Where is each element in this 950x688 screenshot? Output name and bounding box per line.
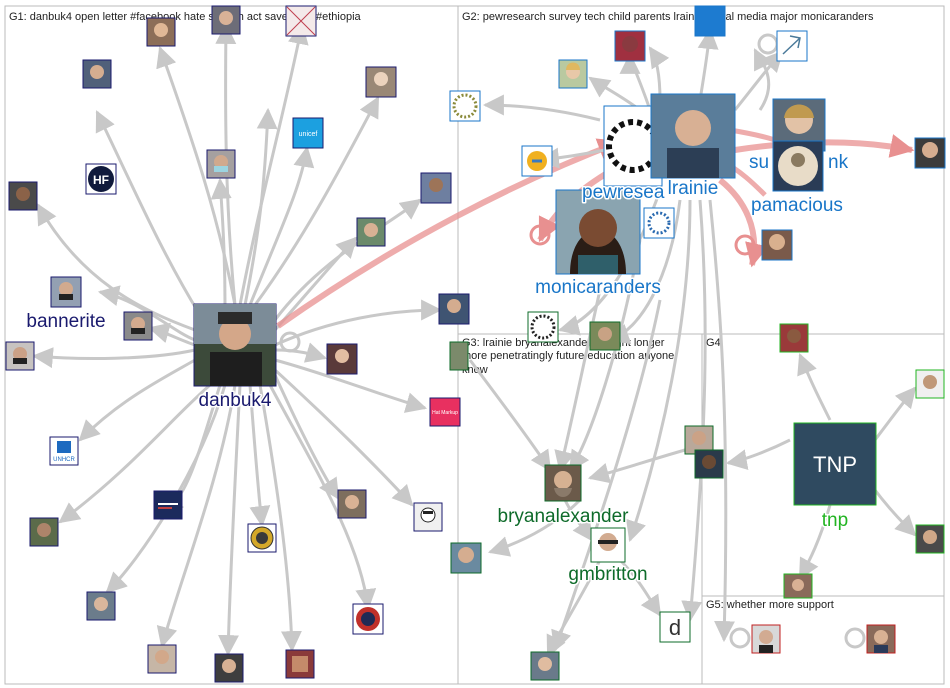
g3-nodes: d xyxy=(449,311,724,681)
logo-hf[interactable]: HF xyxy=(85,163,117,195)
avatar[interactable] xyxy=(694,5,726,37)
avatar[interactable] xyxy=(761,229,793,261)
group-title-g4: G4 xyxy=(706,337,721,349)
avatar[interactable] xyxy=(50,276,82,308)
avatar[interactable] xyxy=(449,341,469,371)
logo-d[interactable]: d xyxy=(659,611,691,643)
svg-text:d: d xyxy=(669,615,681,640)
avatar[interactable] xyxy=(438,293,470,325)
avatar[interactable] xyxy=(783,573,813,599)
avatar[interactable] xyxy=(365,66,397,98)
node-bryanalexander[interactable] xyxy=(544,464,582,502)
group-title-g2: G2: pewresearch survey tech child parent… xyxy=(462,11,874,23)
label-pewresearch: pewresea xyxy=(582,182,665,203)
label-lrainie: lrainie xyxy=(668,178,719,199)
avatar[interactable] xyxy=(206,149,236,179)
avatar[interactable] xyxy=(694,449,724,479)
g1-avatars xyxy=(5,5,470,683)
avatar[interactable] xyxy=(450,542,482,574)
avatar[interactable] xyxy=(337,489,367,519)
avatar[interactable] xyxy=(147,644,177,674)
avatar[interactable] xyxy=(285,5,317,37)
edges-g1 xyxy=(31,22,443,657)
logo-hatemarkup[interactable]: Hat Markup xyxy=(429,397,461,427)
avatar[interactable] xyxy=(8,181,38,211)
avatar[interactable] xyxy=(779,323,809,353)
avatar[interactable] xyxy=(614,30,646,62)
svg-text:UNHCR: UNHCR xyxy=(53,457,75,463)
avatar[interactable] xyxy=(214,653,244,683)
group-title-g5: G5: whether more support xyxy=(706,599,834,611)
label-bannerite: bannerite xyxy=(26,311,105,332)
node-tnp[interactable]: TNP xyxy=(793,422,877,506)
node-monicaranders[interactable] xyxy=(555,189,641,275)
avatar[interactable] xyxy=(914,137,946,169)
avatar[interactable] xyxy=(530,651,560,681)
logo-compass[interactable] xyxy=(521,145,553,177)
label-sunk-right: nk xyxy=(828,152,849,173)
label-danbuk4: danbuk4 xyxy=(199,390,272,411)
label-sunk-left: su xyxy=(749,152,769,173)
svg-text:Hat Markup: Hat Markup xyxy=(432,410,458,416)
avatar[interactable] xyxy=(589,321,621,351)
group-title-g3-line1: G3: lrainie bryanalexander thought longe… xyxy=(462,337,665,349)
logo-unhcr[interactable]: UNHCR xyxy=(49,436,79,466)
logo-blue-badge[interactable] xyxy=(153,490,183,520)
logo-seal[interactable] xyxy=(247,523,277,553)
avatar[interactable] xyxy=(684,425,714,455)
svg-text:unicef: unicef xyxy=(299,131,318,138)
avatar[interactable] xyxy=(146,17,176,47)
logo-round-emblem[interactable] xyxy=(352,603,384,635)
node-pamacious[interactable] xyxy=(772,140,824,192)
avatar[interactable] xyxy=(413,502,443,532)
avatar[interactable] xyxy=(285,649,315,679)
label-bryanalexander: bryanalexander xyxy=(498,506,630,527)
label-gmbritton: gmbritton xyxy=(568,564,647,585)
avatar[interactable] xyxy=(915,369,945,399)
avatar[interactable] xyxy=(356,217,386,247)
avatar[interactable] xyxy=(915,524,945,554)
g5-nodes xyxy=(751,624,896,654)
avatar[interactable] xyxy=(123,311,153,341)
group-title-g1: G1: danbuk4 open letter #facebook hate s… xyxy=(9,11,362,23)
avatar[interactable] xyxy=(82,59,112,89)
label-pamacious: pamacious xyxy=(751,195,843,216)
avatar[interactable] xyxy=(326,343,358,375)
logo-sunburst-dark[interactable] xyxy=(527,311,559,343)
group-box-g5 xyxy=(701,595,945,685)
node-lrainie[interactable] xyxy=(650,93,736,179)
node-gmbritton[interactable] xyxy=(590,527,626,563)
avatar[interactable] xyxy=(29,517,59,547)
svg-text:TNP: TNP xyxy=(813,452,857,477)
node-danbuk4[interactable] xyxy=(193,303,277,387)
logo-sunburst[interactable] xyxy=(449,90,481,122)
avatar[interactable] xyxy=(420,172,452,204)
avatar[interactable] xyxy=(751,624,781,654)
svg-text:HF: HF xyxy=(93,173,109,187)
label-monicaranders: monicaranders xyxy=(535,277,661,298)
avatar[interactable] xyxy=(5,341,35,371)
logo-unicef[interactable]: unicef xyxy=(292,117,324,149)
avatar[interactable] xyxy=(211,5,241,35)
avatar[interactable] xyxy=(558,59,588,89)
avatar[interactable] xyxy=(776,30,808,62)
avatar[interactable] xyxy=(86,591,116,621)
avatar[interactable] xyxy=(866,624,896,654)
g4-small-nodes xyxy=(779,323,945,599)
label-tnp: tnp xyxy=(822,510,848,531)
logo-star[interactable] xyxy=(643,207,675,239)
group-title-g3-line2: more penetratingly future education anyo… xyxy=(462,350,674,362)
g2-small-nodes xyxy=(449,5,946,261)
